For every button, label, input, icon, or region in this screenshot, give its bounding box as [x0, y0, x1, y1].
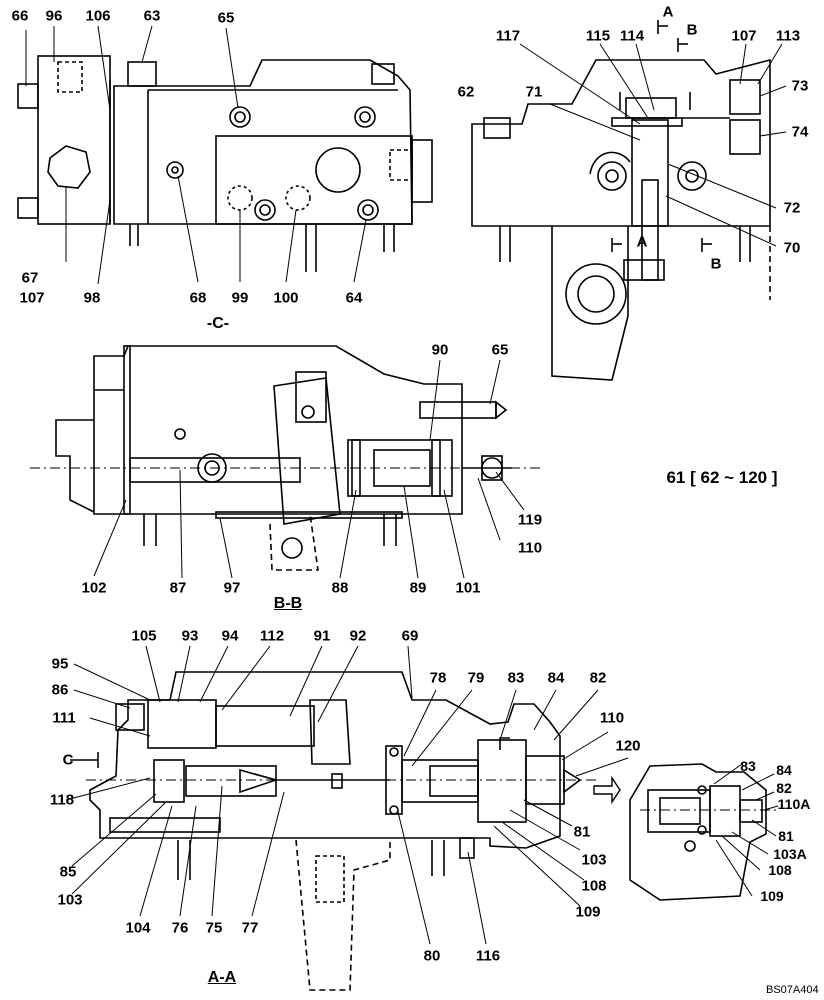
callout-74: 74 — [791, 123, 809, 141]
callout-117: 117 — [495, 27, 521, 45]
view-bb-drawing — [30, 345, 540, 579]
callout-98: 98 — [83, 289, 101, 307]
callout-85: 85 — [59, 863, 77, 881]
callout-70: 70 — [783, 239, 801, 257]
callout-82-detail: 82 — [776, 780, 792, 796]
callout-109: 109 — [575, 903, 601, 921]
callout-83-detail: 83 — [740, 758, 756, 774]
callout-110-aa: 110 — [599, 709, 625, 727]
view-c-drawing — [17, 25, 433, 285]
side-view-drawing — [471, 20, 787, 381]
callout-71: 71 — [525, 83, 543, 101]
callout-84-detail: 84 — [776, 762, 792, 778]
callout-103-left: 103 — [57, 891, 83, 909]
callout-62: 62 — [457, 83, 475, 101]
callout-99: 99 — [231, 289, 249, 307]
callout-118: 118 — [49, 791, 75, 809]
callout-102: 102 — [81, 579, 107, 597]
callout-69: 69 — [401, 627, 419, 645]
callout-65: 65 — [217, 9, 235, 27]
callout-89: 89 — [409, 579, 427, 597]
callout-104: 104 — [125, 919, 151, 937]
callout-105: 105 — [131, 627, 157, 645]
section-mark-b-bottom: B — [710, 255, 722, 273]
callout-75: 75 — [205, 919, 223, 937]
callout-73: 73 — [791, 77, 809, 95]
callout-108-detail: 108 — [768, 862, 792, 878]
view-aa-title: A-A — [207, 969, 237, 986]
kit-label: 61 [ 62 ~ 120 ] — [666, 468, 778, 487]
callout-110-bb: 110 — [517, 539, 543, 557]
callout-66: 66 — [11, 7, 29, 25]
callout-78: 78 — [429, 669, 447, 687]
callout-92: 92 — [349, 627, 367, 645]
callout-103A-detail: 103A — [773, 846, 807, 862]
callout-87: 87 — [169, 579, 187, 597]
callout-107-side: 107 — [731, 27, 757, 45]
callout-83: 83 — [507, 669, 525, 687]
callout-110A-detail: 110A — [777, 796, 811, 812]
callout-111: 111 — [52, 709, 76, 727]
callout-86: 86 — [51, 681, 69, 699]
callout-81: 81 — [573, 823, 591, 841]
callout-90: 90 — [431, 341, 449, 359]
callout-107: 107 — [19, 289, 45, 307]
section-mark-c: C — [62, 751, 74, 769]
callout-82: 82 — [589, 669, 607, 687]
callout-116: 116 — [475, 947, 501, 965]
callout-97: 97 — [223, 579, 241, 597]
callout-68: 68 — [189, 289, 207, 307]
callout-114: 114 — [619, 27, 645, 45]
callout-64: 64 — [345, 289, 363, 307]
callout-84: 84 — [547, 669, 565, 687]
callout-112: 112 — [259, 627, 285, 645]
callout-113: 113 — [775, 27, 801, 45]
callout-93: 93 — [181, 627, 199, 645]
section-mark-b-top: B — [686, 21, 698, 39]
detail-inset-drawing — [593, 763, 780, 901]
callout-77: 77 — [241, 919, 259, 937]
callout-67: 67 — [21, 269, 39, 287]
callout-100: 100 — [273, 289, 299, 307]
callout-63: 63 — [143, 7, 161, 25]
section-mark-a-top: A — [662, 3, 674, 21]
callout-103-right: 103 — [581, 851, 607, 869]
callout-76: 76 — [171, 919, 189, 937]
image-code: BS07A404 — [766, 984, 819, 996]
callout-80: 80 — [423, 947, 441, 965]
callout-96: 96 — [45, 7, 63, 25]
callout-119: 119 — [517, 511, 543, 529]
callout-91: 91 — [313, 627, 331, 645]
view-c-title: -C- — [206, 315, 230, 332]
callout-65-bb: 65 — [491, 341, 509, 359]
view-bb-title: B-B — [273, 595, 303, 612]
view-aa-drawing — [65, 645, 629, 991]
callout-81-detail: 81 — [778, 828, 794, 844]
callout-101: 101 — [455, 579, 481, 597]
callout-79: 79 — [467, 669, 485, 687]
callout-106: 106 — [85, 7, 111, 25]
callout-72: 72 — [783, 199, 801, 217]
callout-95: 95 — [51, 655, 69, 673]
callout-94: 94 — [221, 627, 239, 645]
section-mark-a-bottom: A — [636, 233, 648, 251]
callout-88: 88 — [331, 579, 349, 597]
callout-120: 120 — [615, 737, 641, 755]
callout-108: 108 — [581, 877, 607, 895]
callout-109-detail: 109 — [760, 888, 784, 904]
callout-115: 115 — [585, 27, 611, 45]
